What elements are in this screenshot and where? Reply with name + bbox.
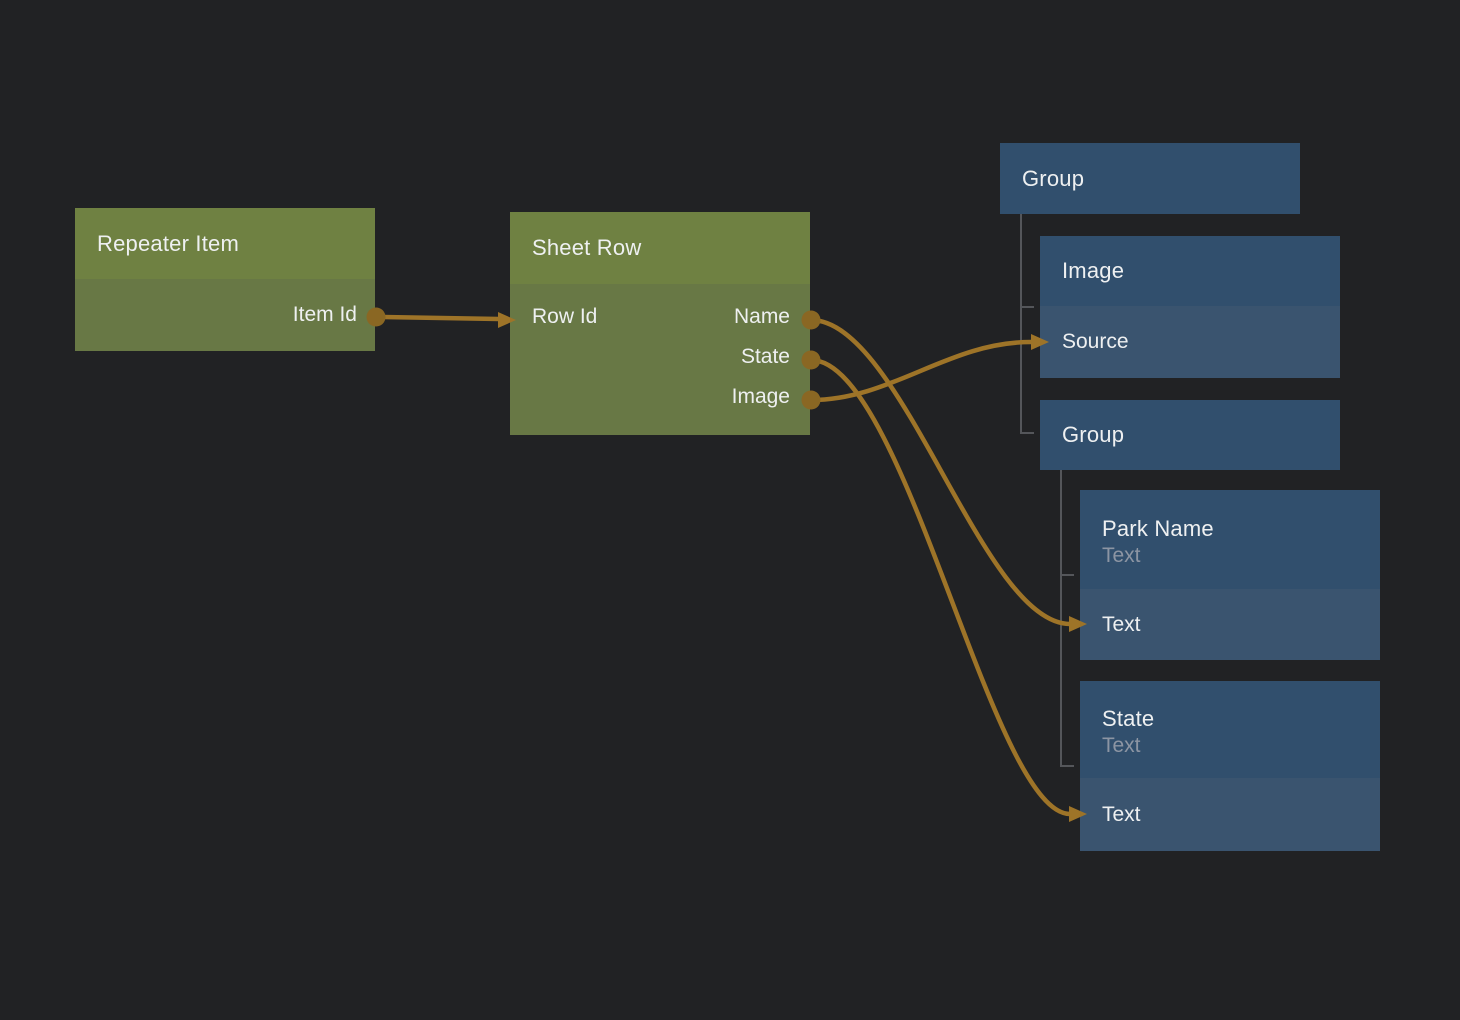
wire-image-to-source[interactable] [808,339,1034,403]
port-label: Image [731,385,790,408]
output-port-name[interactable]: Name [733,305,790,328]
wire-itemid-to-rowid[interactable] [380,314,502,322]
input-port-row-id[interactable]: Row Id [532,305,598,328]
node-park-name[interactable]: Park Name Text Text [1080,490,1380,660]
wire-state-to-state-text[interactable] [808,357,1073,817]
input-port-text[interactable]: Text [1080,778,1380,851]
node-group-inner-header: Group [1040,400,1340,470]
node-image[interactable]: Image Source [1040,236,1340,378]
node-title: Group [1022,165,1085,191]
output-port-image[interactable]: Image [510,377,810,417]
node-state[interactable]: State Text Text [1080,681,1380,851]
node-repeater-item-header: Repeater Item [75,208,375,279]
wire-name-to-parkname-text[interactable] [808,317,1073,627]
node-group-inner[interactable]: Group [1040,400,1340,470]
node-title: Park Name [1102,515,1214,541]
port-label: Source [1062,330,1129,353]
node-sheet-row-header: Sheet Row [510,212,810,284]
node-group-top-header: Group [1000,143,1300,214]
tree-line-group-top [1020,214,1034,434]
port-label: Text [1102,612,1141,636]
tree-line-group-inner [1060,470,1074,767]
port-label: Text [1102,802,1141,826]
node-title: Sheet Row [532,235,642,260]
node-type-label: Text [1102,733,1141,757]
port-label: Item Id [292,303,357,326]
node-repeater-item[interactable]: Repeater Item Item Id [75,208,375,351]
node-title: Image [1062,258,1125,283]
output-port-item-id[interactable]: Item Id [75,279,375,351]
node-title: Repeater Item [97,230,240,256]
node-state-header: State Text [1080,681,1380,778]
node-title: Group [1062,422,1125,447]
node-image-header: Image [1040,236,1340,306]
node-group-top[interactable]: Group [1000,143,1300,214]
port-label: State [740,345,790,368]
node-sheet-row[interactable]: Sheet Row Row Id Name State Image [510,212,810,435]
node-title: State [1102,705,1155,731]
input-port-text[interactable]: Text [1080,589,1380,660]
node-park-name-header: Park Name Text [1080,490,1380,589]
input-port-source[interactable]: Source [1040,306,1340,378]
node-type-label: Text [1102,543,1141,567]
output-port-state[interactable]: State [510,337,810,377]
port-row: Row Id Name [510,297,810,337]
